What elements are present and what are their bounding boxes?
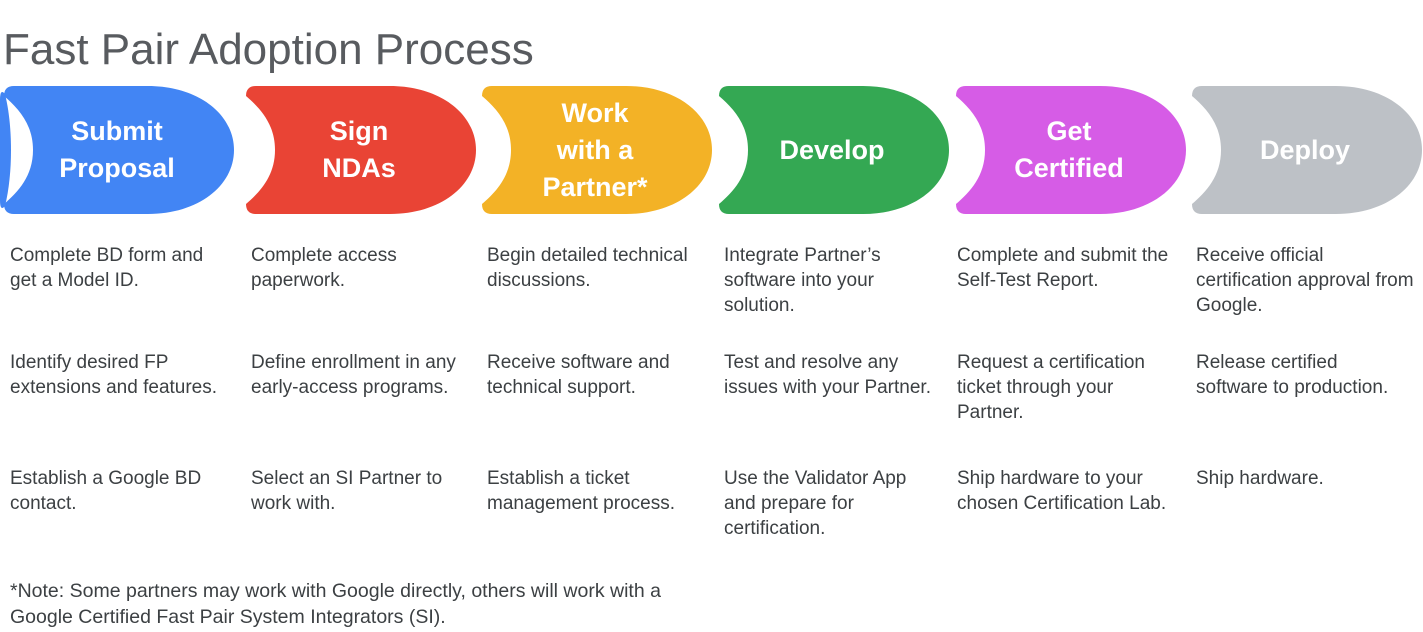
stage-arrow-shape-icon — [956, 86, 1186, 214]
stage-column-develop: Integrate Partner’s software into your s… — [724, 243, 942, 541]
description-item: Complete and submit the Self-Test Report… — [957, 245, 1169, 291]
page-title: Fast Pair Adoption Process — [3, 25, 534, 75]
footnote: *Note: Some partners may work with Googl… — [10, 580, 661, 628]
description-item: Request a certification ticket through y… — [957, 352, 1145, 423]
description-item: Ship hardware. — [1196, 468, 1324, 489]
stage-body — [246, 86, 476, 214]
stage-leading-sliver — [0, 92, 11, 208]
description-item: Receive software and technical support. — [487, 352, 670, 398]
description-item: Release certified software to production… — [1196, 352, 1389, 398]
stage-body — [956, 86, 1186, 214]
process-flow: Submit Proposal Sign NDAs Work with a Pa… — [0, 86, 1423, 214]
description-item: Receive official certification approval … — [1196, 245, 1414, 316]
stage-body — [1192, 86, 1422, 214]
stage-label: Submit Proposal — [59, 116, 175, 183]
stage-column-sign-ndas: Complete access paperwork. Define enroll… — [251, 243, 469, 516]
stage-get-certified: Get Certified — [952, 86, 1186, 214]
stage-column-work-with-partner: Begin detailed technical discussions. Re… — [487, 243, 705, 516]
stage-work-with-partner: Work with a Partner* — [478, 86, 712, 214]
stage-column-get-certified: Complete and submit the Self-Test Report… — [957, 243, 1175, 516]
stage-column-deploy: Receive official certification approval … — [1196, 243, 1414, 491]
stage-arrow-shape-icon — [482, 86, 712, 214]
stage-deploy: Deploy — [1188, 86, 1422, 214]
description-item: Identify desired FP extensions and featu… — [10, 352, 218, 398]
stage-arrow-shape-icon — [246, 86, 476, 214]
stage-body — [482, 86, 712, 214]
stage-label: Sign NDAs — [322, 116, 396, 183]
stage-develop: Develop — [715, 86, 949, 214]
stage-submit-proposal: Submit Proposal — [0, 86, 234, 214]
description-item: Ship hardware to your chosen Certificati… — [957, 468, 1167, 514]
description-item: Select an SI Partner to work with. — [251, 468, 443, 514]
stage-sign-ndas: Sign NDAs — [242, 86, 476, 214]
stage-label: Deploy — [1259, 134, 1351, 165]
description-item: Define enrollment in any early-access pr… — [251, 352, 456, 398]
description-item: Test and resolve any issues with your Pa… — [724, 352, 931, 398]
description-item: Complete access paperwork. — [251, 245, 397, 291]
stage-body — [4, 86, 234, 214]
description-item: Use the Validator App and prepare for ce… — [724, 468, 907, 539]
stage-body — [719, 86, 949, 214]
stage-label: Get Certified — [1014, 116, 1124, 183]
stage-arrow-shape-icon — [1192, 86, 1422, 214]
stage-label: Work with a Partner* — [542, 97, 648, 202]
stage-arrow-shape-icon — [0, 86, 234, 214]
description-item: Integrate Partner’s software into your s… — [724, 245, 881, 316]
description-item: Establish a Google BD contact. — [10, 468, 202, 514]
stage-arrow-shape-icon — [719, 86, 949, 214]
stage-label: Develop — [779, 134, 885, 165]
description-item: Begin detailed technical discussions. — [487, 245, 688, 291]
stage-column-submit-proposal: Complete BD form and get a Model ID. Ide… — [10, 243, 228, 516]
description-item: Establish a ticket management process. — [487, 468, 675, 514]
description-item: Complete BD form and get a Model ID. — [10, 245, 204, 291]
